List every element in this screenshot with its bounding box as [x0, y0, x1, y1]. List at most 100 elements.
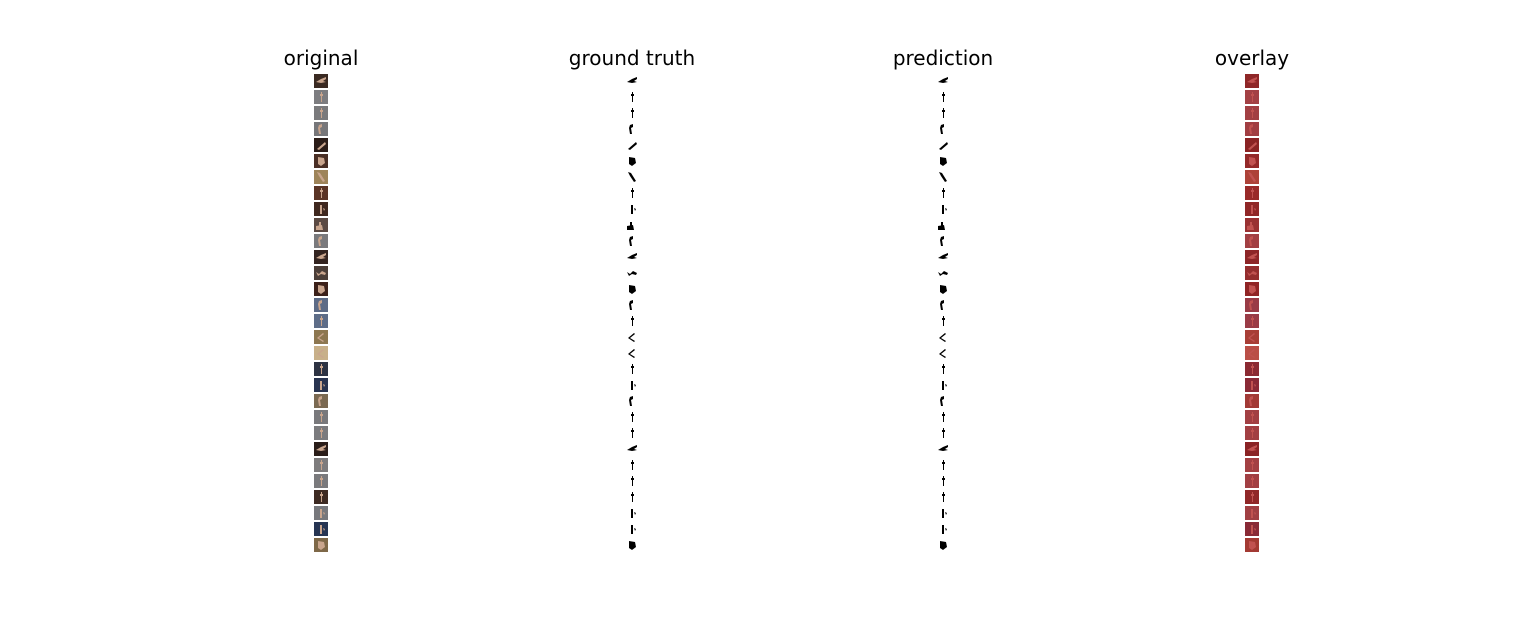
original-thumbnail: [314, 378, 328, 392]
ground-truth-mask-thumbnail: [625, 266, 639, 280]
original-thumbnail: [314, 74, 328, 88]
prediction-mask-thumbnail: [936, 426, 950, 440]
ground-truth-mask-thumbnail: [625, 538, 639, 552]
ground-truth-mask-thumbnail: [625, 458, 639, 472]
overlay-thumbnail: [1245, 538, 1259, 552]
prediction-mask-thumbnail: [936, 314, 950, 328]
original-thumbnail: [314, 186, 328, 200]
overlay-thumbnail: [1245, 490, 1259, 504]
overlay-thumbnail: [1245, 394, 1259, 408]
original-thumbnail: [314, 90, 328, 104]
prediction-mask-thumbnail: [936, 106, 950, 120]
overlay-thumbnail: [1245, 122, 1259, 136]
ground-truth-mask-thumbnail: [625, 250, 639, 264]
overlay-thumbnail: [1245, 410, 1259, 424]
prediction-mask-thumbnail: [936, 458, 950, 472]
overlay-thumbnail: [1245, 90, 1259, 104]
overlay-thumbnail: [1245, 186, 1259, 200]
original-thumbnail: [314, 410, 328, 424]
prediction-mask-thumbnail: [936, 138, 950, 152]
prediction-mask-thumbnail: [936, 442, 950, 456]
ground-truth-mask-thumbnail: [625, 442, 639, 456]
ground-truth-mask-thumbnail: [625, 362, 639, 376]
prediction-mask-thumbnail: [936, 538, 950, 552]
ground-truth-mask-thumbnail: [625, 410, 639, 424]
prediction-mask-thumbnail: [936, 362, 950, 376]
original-thumbnail: [314, 426, 328, 440]
original-thumbnail: [314, 538, 328, 552]
ground-truth-mask-thumbnail: [625, 234, 639, 248]
prediction-mask-thumbnail: [936, 506, 950, 520]
prediction-mask-thumbnail: [936, 186, 950, 200]
ground-truth-mask-thumbnail: [625, 74, 639, 88]
ground-truth-mask-thumbnail: [625, 170, 639, 184]
original-thumbnail: [314, 218, 328, 232]
overlay-thumbnail: [1245, 266, 1259, 280]
prediction-mask-thumbnail: [936, 490, 950, 504]
original-thumbnail: [314, 202, 328, 216]
overlay-thumbnail: [1245, 506, 1259, 520]
ground-truth-mask-thumbnail: [625, 202, 639, 216]
original-thumbnail: [314, 458, 328, 472]
ground-truth-mask-thumbnail: [625, 474, 639, 488]
original-thumbnail: [314, 362, 328, 376]
prediction-mask-thumbnail: [936, 218, 950, 232]
original-thumbnail: [314, 346, 328, 360]
ground-truth-mask-thumbnail: [625, 394, 639, 408]
prediction-mask-thumbnail: [936, 522, 950, 536]
original-thumbnail: [314, 170, 328, 184]
overlay-thumbnail: [1245, 362, 1259, 376]
prediction-mask-thumbnail: [936, 282, 950, 296]
overlay-thumbnail: [1245, 522, 1259, 536]
prediction-mask-thumbnail: [936, 154, 950, 168]
title-original: original: [283, 46, 359, 70]
prediction-mask-thumbnail: [936, 122, 950, 136]
original-thumbnail: [314, 122, 328, 136]
overlay-thumbnail: [1245, 314, 1259, 328]
original-thumbnail: [314, 474, 328, 488]
prediction-mask-thumbnail: [936, 266, 950, 280]
ground-truth-mask-thumbnail: [625, 138, 639, 152]
overlay-thumbnail: [1245, 458, 1259, 472]
ground-truth-mask-thumbnail: [625, 314, 639, 328]
prediction-mask-thumbnail: [936, 90, 950, 104]
original-thumbnail: [314, 522, 328, 536]
original-thumbnail: [314, 330, 328, 344]
original-thumbnail: [314, 234, 328, 248]
overlay-thumbnail: [1245, 106, 1259, 120]
prediction-mask-thumbnail: [936, 74, 950, 88]
ground-truth-mask-thumbnail: [625, 522, 639, 536]
overlay-thumbnail: [1245, 426, 1259, 440]
overlay-thumbnail: [1245, 330, 1259, 344]
prediction-mask-thumbnail: [936, 378, 950, 392]
prediction-mask-thumbnail: [936, 170, 950, 184]
overlay-thumbnail: [1245, 474, 1259, 488]
overlay-thumbnail: [1245, 250, 1259, 264]
ground-truth-mask-thumbnail: [625, 346, 639, 360]
overlay-thumbnail: [1245, 218, 1259, 232]
original-thumbnail: [314, 314, 328, 328]
overlay-thumbnail: [1245, 234, 1259, 248]
ground-truth-mask-thumbnail: [625, 378, 639, 392]
ground-truth-mask-thumbnail: [625, 90, 639, 104]
overlay-thumbnail: [1245, 346, 1259, 360]
overlay-thumbnail: [1245, 442, 1259, 456]
ground-truth-mask-thumbnail: [625, 426, 639, 440]
overlay-thumbnail: [1245, 154, 1259, 168]
ground-truth-mask-thumbnail: [625, 298, 639, 312]
title-prediction: prediction: [892, 46, 994, 70]
ground-truth-mask-thumbnail: [625, 154, 639, 168]
original-thumbnail: [314, 154, 328, 168]
original-thumbnail: [314, 282, 328, 296]
overlay-thumbnail: [1245, 378, 1259, 392]
ground-truth-mask-thumbnail: [625, 106, 639, 120]
prediction-mask-thumbnail: [936, 410, 950, 424]
original-thumbnail: [314, 106, 328, 120]
prediction-mask-thumbnail: [936, 234, 950, 248]
overlay-thumbnail: [1245, 202, 1259, 216]
ground-truth-mask-thumbnail: [625, 506, 639, 520]
ground-truth-mask-thumbnail: [625, 490, 639, 504]
prediction-mask-thumbnail: [936, 394, 950, 408]
ground-truth-mask-thumbnail: [625, 282, 639, 296]
title-overlay: overlay: [1214, 46, 1290, 70]
